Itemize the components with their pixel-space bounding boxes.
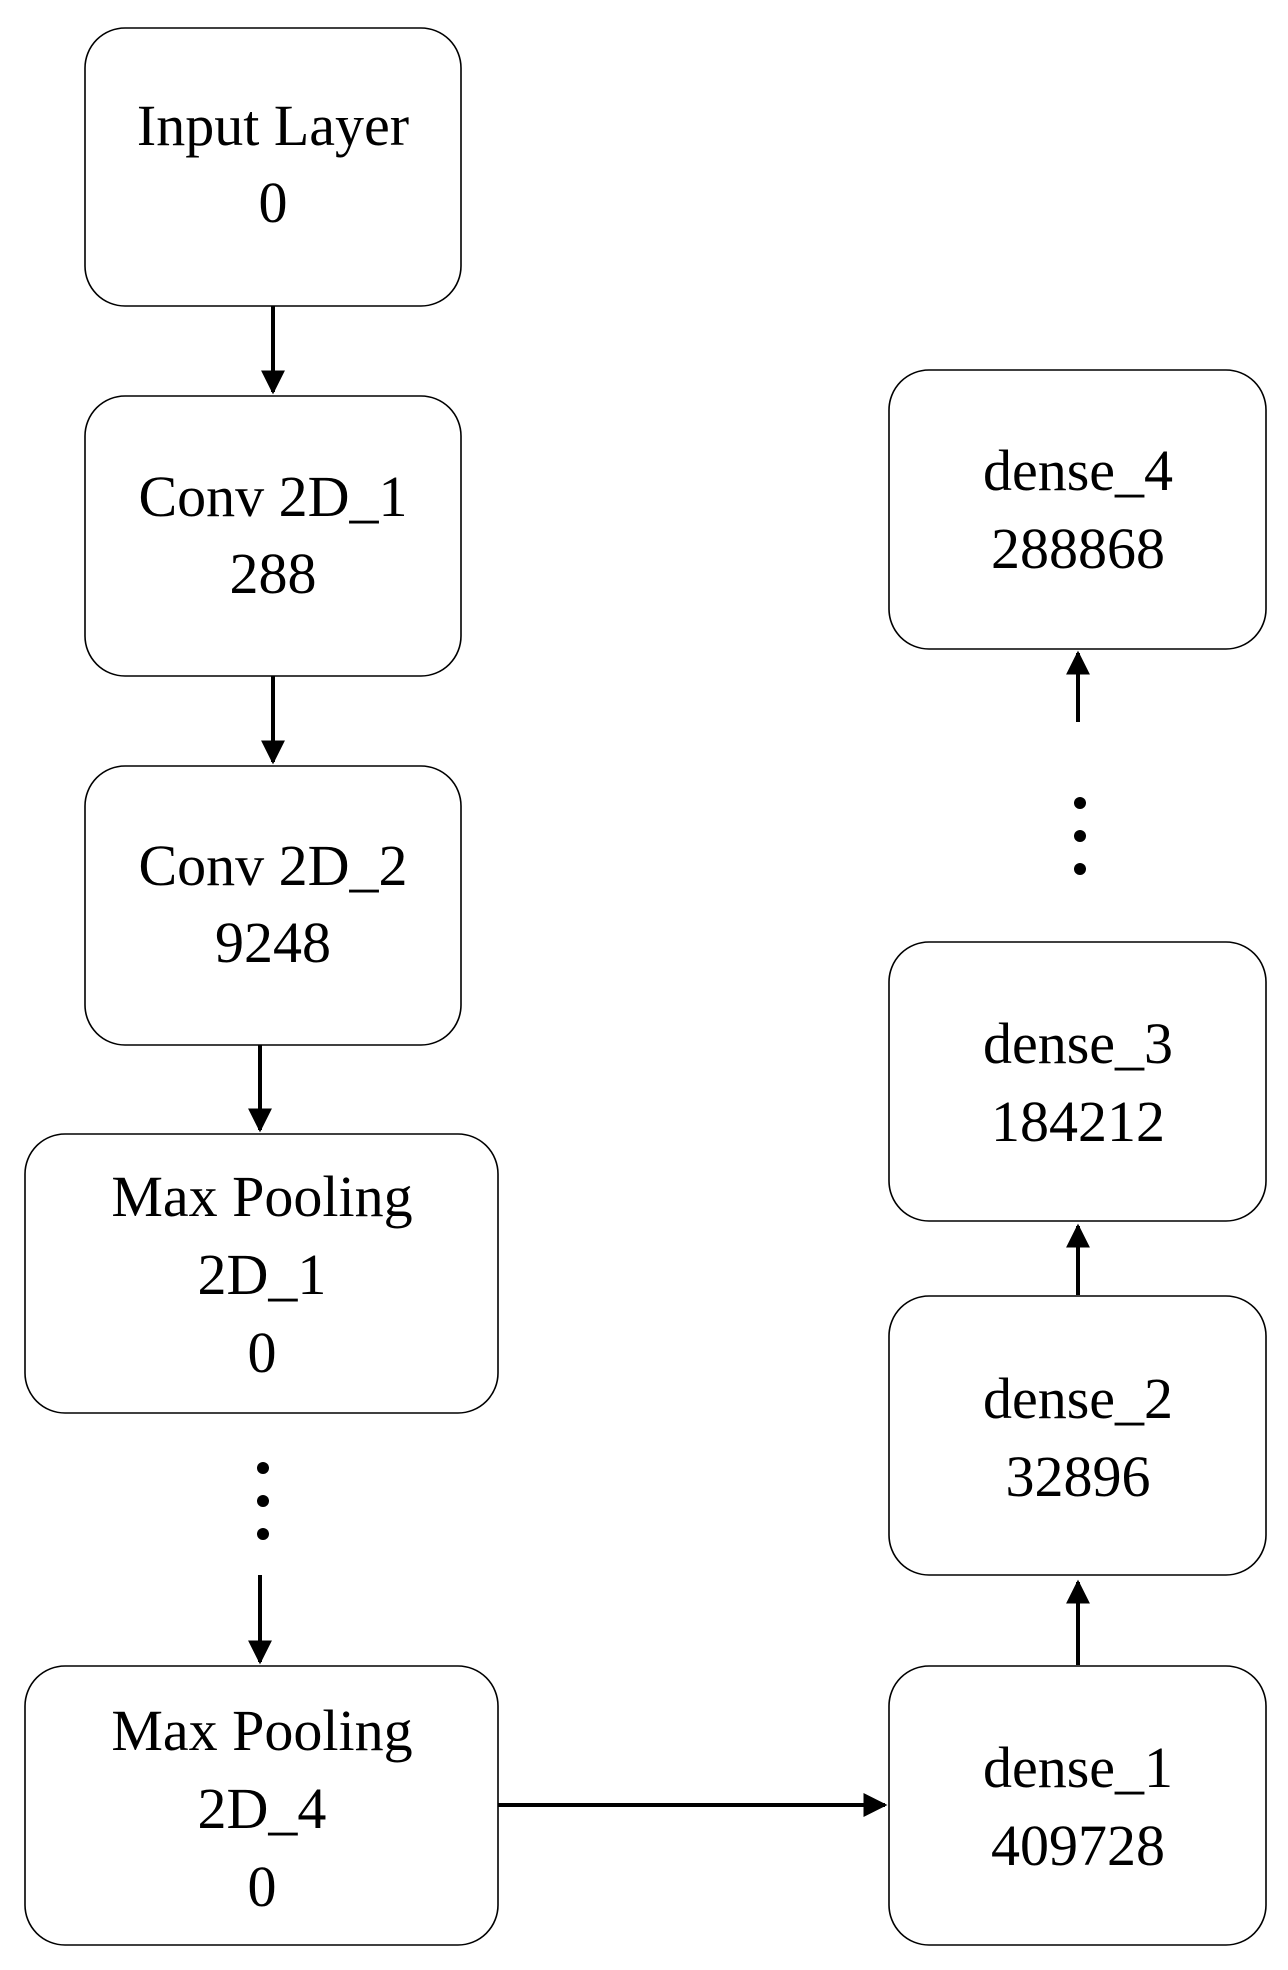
ellipsis-dot xyxy=(257,1462,269,1474)
ellipsis-dot xyxy=(1074,797,1086,809)
node-label: Conv 2D_1 xyxy=(138,464,407,529)
node-value: 409728 xyxy=(991,1813,1165,1878)
node-label: dense_4 xyxy=(983,438,1173,503)
node-label: dense_1 xyxy=(983,1735,1173,1800)
node-value: 0 xyxy=(248,1320,277,1385)
node-dense-4: dense_4 288868 xyxy=(888,369,1267,650)
node-value: 0 xyxy=(248,1854,277,1919)
node-label: 2D_1 xyxy=(198,1242,327,1307)
ellipsis-left xyxy=(257,1462,269,1540)
node-label: dense_2 xyxy=(983,1366,1173,1431)
node-value: 32896 xyxy=(1006,1444,1151,1509)
ellipsis-dot xyxy=(1074,863,1086,875)
ellipsis-dot xyxy=(257,1495,269,1507)
ellipsis-right xyxy=(1074,797,1086,875)
node-value: 184212 xyxy=(991,1089,1165,1154)
node-value: 288 xyxy=(230,541,317,606)
node-label: 2D_4 xyxy=(198,1776,327,1841)
node-max-pooling-2d-4: Max Pooling 2D_4 0 xyxy=(24,1665,499,1946)
edges xyxy=(248,306,1090,1817)
node-value: 9248 xyxy=(215,910,331,975)
node-dense-3: dense_3 184212 xyxy=(888,941,1267,1222)
ellipsis-dot xyxy=(1074,830,1086,842)
node-value: 0 xyxy=(259,170,288,235)
node-label: Max Pooling xyxy=(111,1164,412,1229)
node-dense-2: dense_2 32896 xyxy=(888,1295,1267,1576)
node-dense-1: dense_1 409728 xyxy=(888,1665,1267,1946)
node-input-layer: Input Layer 0 xyxy=(84,27,462,307)
node-label: Conv 2D_2 xyxy=(138,833,407,898)
node-label: Max Pooling xyxy=(111,1698,412,1763)
ellipsis-dot xyxy=(257,1528,269,1540)
node-conv2d-1: Conv 2D_1 288 xyxy=(84,395,462,677)
node-label: Input Layer xyxy=(137,93,409,158)
node-max-pooling-2d-1: Max Pooling 2D_1 0 xyxy=(24,1133,499,1414)
node-label: dense_3 xyxy=(983,1011,1173,1076)
node-conv2d-2: Conv 2D_2 9248 xyxy=(84,765,462,1046)
node-value: 288868 xyxy=(991,516,1165,581)
